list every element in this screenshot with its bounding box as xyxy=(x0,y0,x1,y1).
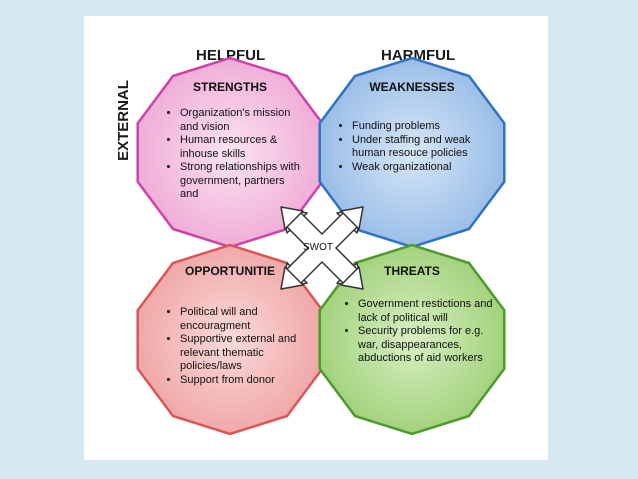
opportunities-title: OPPORTUNITIE xyxy=(184,264,275,278)
weaknesses-octagon xyxy=(318,56,506,249)
list-item: Human resources & inhouse skills xyxy=(180,134,305,161)
opportunities-list: Political will and encouragment Supporti… xyxy=(166,306,305,387)
list-item: Weak organizational xyxy=(352,161,502,175)
weaknesses-list: Funding problems Under staffing and weak… xyxy=(338,120,502,174)
list-item: Supportive external and relevant themati… xyxy=(180,333,305,374)
strengths-title: STRENGTHS xyxy=(192,80,267,94)
list-item: Security problems for e.g. war, disappea… xyxy=(358,325,498,366)
list-item: Support from donor xyxy=(180,374,305,388)
list-item: Government restictions and lack of polit… xyxy=(358,298,498,325)
list-item: Organization's mission and vision xyxy=(180,107,305,134)
harmful-header: HARMFUL xyxy=(381,47,456,64)
helpful-header: HELPFUL xyxy=(196,47,266,64)
strengths-list: Organization's mission and vision Human … xyxy=(166,107,305,202)
swot-center-label: SWOT xyxy=(303,242,333,253)
threats-list: Government restictions and lack of polit… xyxy=(344,298,498,366)
list-item: Funding problems xyxy=(352,120,502,134)
threats-title: THREATS xyxy=(384,264,440,278)
strengths-octagon xyxy=(136,56,324,249)
threats-octagon xyxy=(318,243,506,436)
weaknesses-title: WEAKNESSES xyxy=(369,80,455,94)
list-item: Strong relationships with government, pa… xyxy=(180,161,305,202)
list-item: Political will and encouragment xyxy=(180,306,305,333)
swot-cross-arrows-icon xyxy=(280,206,364,290)
list-item: Under staffing and weak human resouce po… xyxy=(352,134,502,161)
